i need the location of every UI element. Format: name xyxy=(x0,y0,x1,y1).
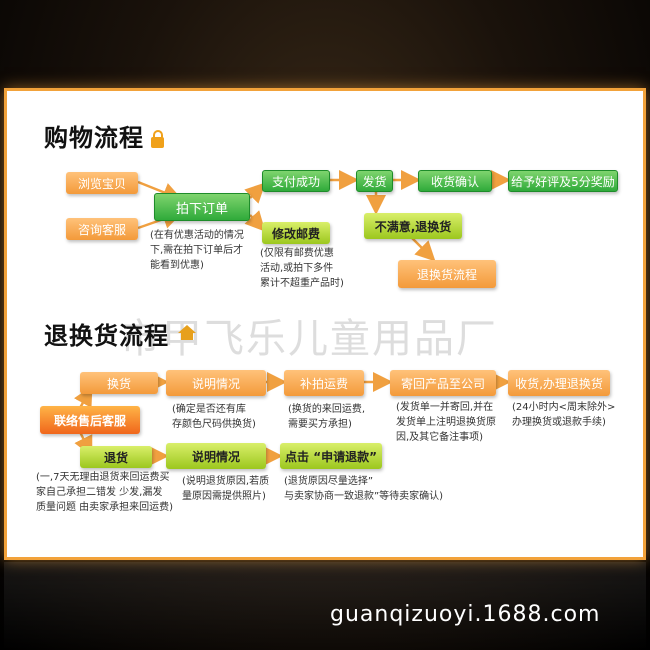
refund-box: 退货 xyxy=(80,446,152,468)
modify-postage-box: 修改邮费 xyxy=(262,222,330,244)
explain-exchange-box: 说明情况 xyxy=(166,370,266,396)
arrow-unsat-return xyxy=(411,237,436,262)
note-receive: (24小时内<周末除外>办理换货或退款手续) xyxy=(512,402,616,428)
exchange-box: 换货 xyxy=(80,372,158,394)
place-order-box: 拍下订单 xyxy=(154,193,250,221)
note-extra-postage: (换货的来回运费,需要买方承担) xyxy=(288,404,366,430)
note-explain-refund: (说明退货原因,若质量原因需提供照片) xyxy=(182,476,270,502)
contact-service-box: 联络售后客服 xyxy=(40,406,140,434)
note-send-back: (发货单一并寄回,并在发货单上注明退换货原因,及其它备注事项) xyxy=(396,402,496,443)
paid-box: 支付成功 xyxy=(262,170,330,192)
note-explain-exchange: (确定是否还有库存颜色尺码供换货) xyxy=(172,404,256,430)
send-back-box: 寄回产品至公司 xyxy=(390,370,496,396)
note-postage: (仅限有邮费优惠活动,或拍下多件累计不超重产品时) xyxy=(260,248,344,289)
receive-process-box: 收货,办理退换货 xyxy=(508,370,610,396)
consult-button: 咨询客服 xyxy=(66,218,138,240)
footer-url: guanqizuoyi.1688.com xyxy=(330,602,601,627)
panel-reflection xyxy=(4,562,646,650)
note-click-refund: (退货原因尽量选择”与卖家协商一致退款”等待卖家确认) xyxy=(284,476,444,502)
explain-refund-box: 说明情况 xyxy=(166,443,266,469)
watermark-text: 市甲飞乐儿童用品厂 xyxy=(120,316,498,362)
return-flow-title: 退换货流程 xyxy=(44,322,169,350)
house-icon xyxy=(178,325,196,340)
extra-postage-box: 补拍运费 xyxy=(284,370,364,396)
browse-button: 浏览宝贝 xyxy=(66,172,138,194)
flow-panel xyxy=(4,88,646,560)
arrow-order-postage xyxy=(244,210,266,232)
note-refund: (一,7天无理由退货来回运费买家自己承担二错发 少发,漏发质量问题 由卖家承担来… xyxy=(36,472,174,513)
return-flow-box: 退换货流程 xyxy=(398,260,496,288)
note-order: (在有优惠活动的情况下,需在拍下订单后才能看到优惠) xyxy=(150,230,244,271)
confirm-receipt-box: 收货确认 xyxy=(418,170,492,192)
arrow-order-paid xyxy=(244,182,266,204)
lock-icon xyxy=(151,130,164,148)
review-box: 给予好评及5分奖励 xyxy=(508,170,618,192)
click-refund-box: 点击 “申请退款” xyxy=(280,443,382,469)
shopping-flow-title: 购物流程 xyxy=(44,124,144,152)
ship-box: 发货 xyxy=(356,170,393,192)
unsatisfied-box: 不满意,退换货 xyxy=(364,213,462,239)
